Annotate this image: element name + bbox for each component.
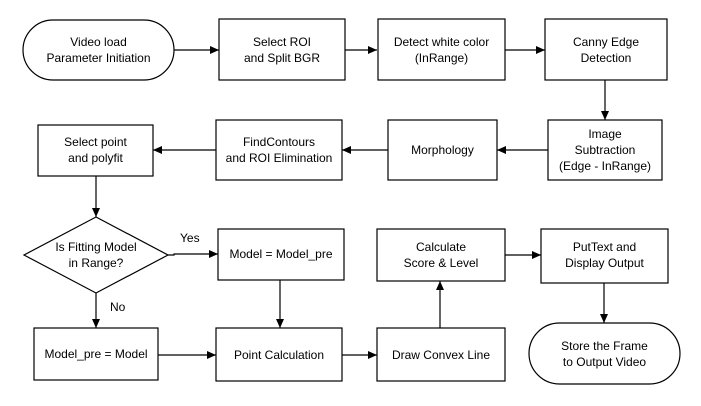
svg-text:Canny Edge: Canny Edge [573,35,639,49]
svg-text:Store the Frame: Store the Frame [561,339,648,353]
node-select-point: Select point and polyfit [37,124,154,177]
node-canny: Canny Edge Detection [544,18,668,81]
svg-text:Detection: Detection [581,51,632,65]
node-detect-white: Detect white color (InRange) [377,18,506,81]
node-decision: Is Fitting Model in Range? [22,216,170,294]
node-select-roi: Select ROI and Split BGR [218,18,346,81]
svg-text:FindContours: FindContours [243,135,315,149]
svg-text:to Output Video: to Output Video [563,355,647,369]
node-convex-line: Draw Convex Line [376,327,506,382]
svg-text:Point Calculation: Point Calculation [234,348,324,362]
svg-text:Model = Model_pre: Model = Model_pre [229,247,332,261]
node-video-load: Video load Parameter Initiation [22,19,175,81]
svg-text:Display Output: Display Output [565,256,644,270]
svg-text:Image: Image [588,127,622,141]
svg-text:Video load: Video load [70,35,127,49]
svg-text:Subtraction: Subtraction [575,143,636,157]
svg-text:and polyfit: and polyfit [68,151,123,165]
svg-text:and Split BGR: and Split BGR [244,51,320,65]
svg-text:in Range?: in Range? [69,256,124,270]
edge-decision-yes-to-model-eq-pre [168,250,218,258]
node-image-subtraction: Image Subtraction (Edge - InRange) [547,119,663,181]
yes-edge-label: Yes [180,231,200,245]
svg-text:PutText and: PutText and [573,240,636,254]
svg-text:Is Fitting Model: Is Fitting Model [55,240,136,254]
node-calc-score: Calculate Score & Level [376,228,506,282]
svg-text:Calculate: Calculate [416,240,466,254]
svg-text:Morphology: Morphology [411,143,474,157]
svg-text:Parameter Initiation: Parameter Initiation [46,51,150,65]
svg-text:and ROI Elimination: and ROI Elimination [226,151,333,165]
node-model-eq-pre: Model = Model_pre [217,228,345,281]
svg-text:Score & Level: Score & Level [404,256,479,270]
svg-text:Select point: Select point [64,135,127,149]
svg-text:Detect white color: Detect white color [394,35,489,49]
node-morphology: Morphology [387,119,498,181]
svg-text:(InRange): (InRange) [415,51,468,65]
svg-text:Model_pre = Model: Model_pre = Model [44,347,147,361]
svg-text:Select ROI: Select ROI [253,35,311,49]
node-put-text: PutText and Display Output [540,228,669,284]
edges: Yes No [92,46,609,359]
svg-text:Draw Convex Line: Draw Convex Line [392,348,490,362]
no-edge-label: No [110,300,126,314]
svg-text:(Edge - InRange): (Edge - InRange) [559,159,651,173]
node-model-pre-eq: Model_pre = Model [33,327,159,381]
node-find-contours: FindContours and ROI Elimination [215,119,343,181]
node-point-calc: Point Calculation [215,327,343,382]
node-store-frame: Store the Frame to Output Video [528,322,681,385]
